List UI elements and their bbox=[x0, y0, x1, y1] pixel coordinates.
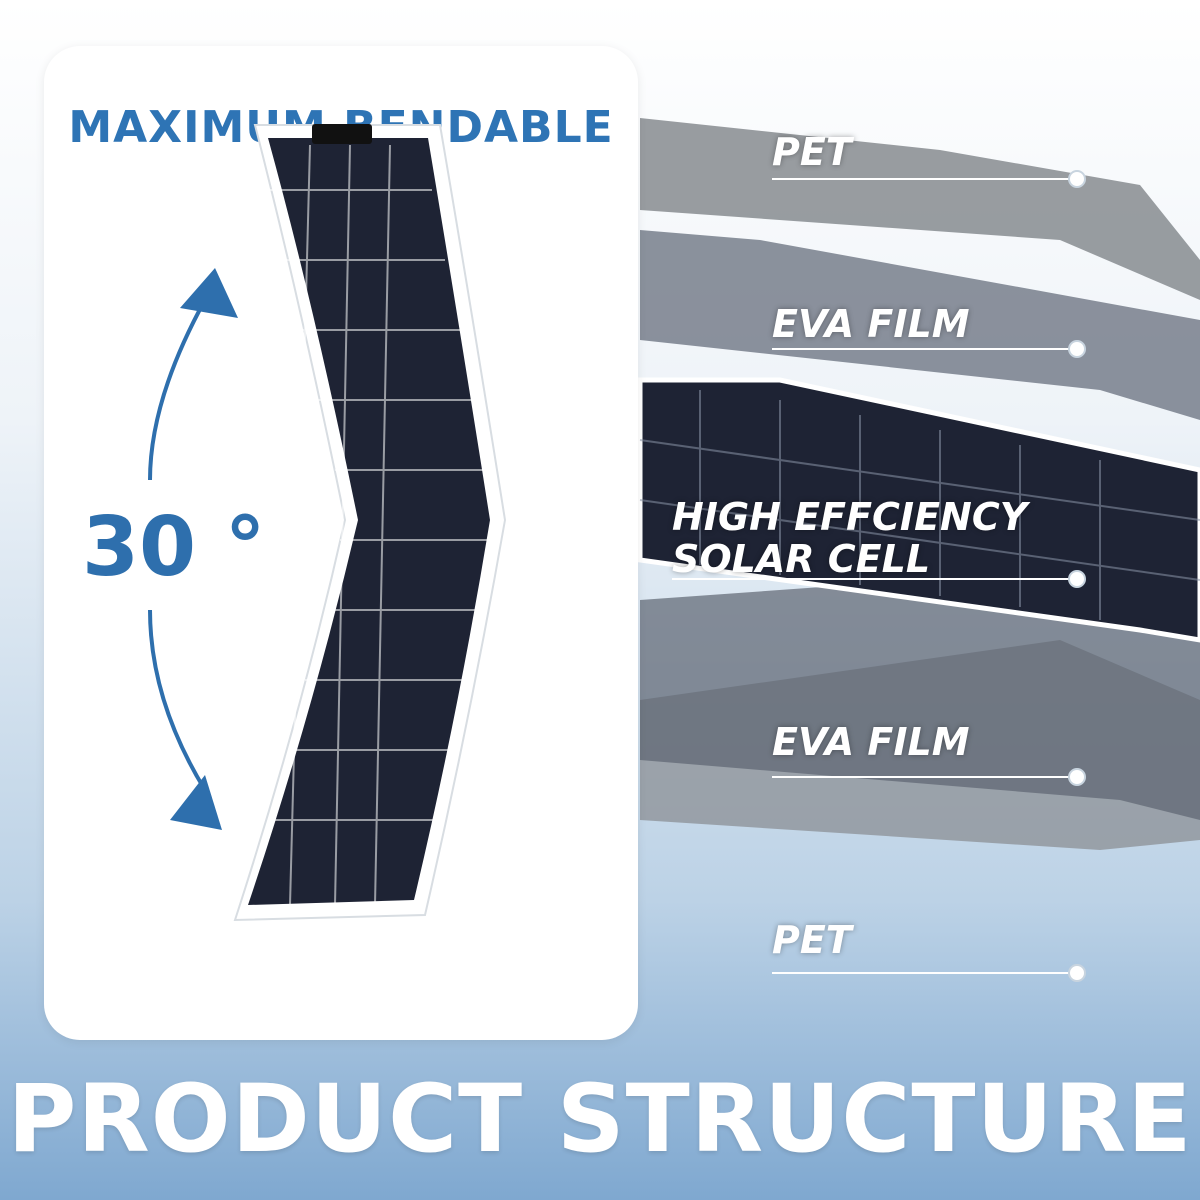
layer-dot bbox=[1068, 340, 1086, 358]
layer-leader-line bbox=[772, 776, 1072, 778]
product-structure-title: PRODUCT STRUCTURE bbox=[7, 1065, 1193, 1174]
layer-dot bbox=[1068, 964, 1086, 982]
bent-solar-panel-front bbox=[233, 124, 507, 922]
layer-label-top-eva: EVA FILM bbox=[772, 302, 970, 346]
layer-label-bottom-eva: EVA FILM bbox=[772, 720, 970, 764]
layer-leader-line bbox=[772, 348, 1072, 350]
bend-angle-label: 30 ° bbox=[82, 500, 266, 595]
cell-grid bbox=[639, 390, 1200, 620]
layer-label-top-pet: PET bbox=[772, 130, 852, 174]
layer-label-bottom-pet: PET bbox=[772, 918, 852, 962]
bottom-eva-layer bbox=[640, 560, 1200, 820]
layer-dot bbox=[1068, 570, 1086, 588]
layer-leader-line bbox=[772, 972, 1072, 974]
top-eva-layer bbox=[640, 230, 1200, 420]
top-pet-layer bbox=[640, 118, 1200, 300]
layer-leader-line bbox=[772, 178, 1072, 180]
layer-dot bbox=[1068, 768, 1086, 786]
layer-label-solar-cell: HIGH EFFCIENCY SOLAR CELL bbox=[672, 495, 1028, 581]
layer-leader-line bbox=[672, 578, 1072, 580]
layer-dot bbox=[1068, 170, 1086, 188]
